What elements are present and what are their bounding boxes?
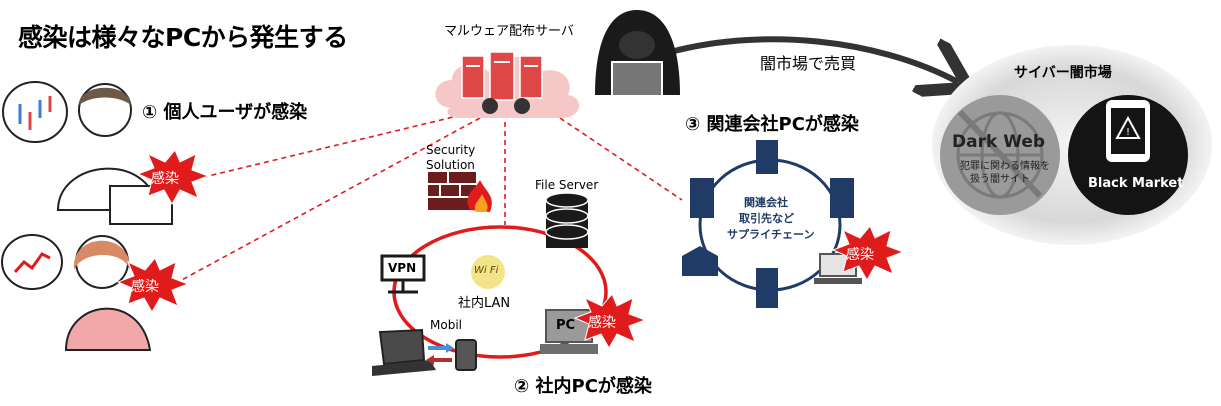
malware-server-icon xyxy=(435,51,580,118)
affiliate-text-3: サプライチェーン xyxy=(727,228,815,241)
person-icon-female xyxy=(64,235,152,351)
speech-bubble-chart-icon xyxy=(2,81,68,143)
file-server-label: File Server xyxy=(535,178,599,192)
mobile-label: Mobil xyxy=(430,318,462,332)
dark-web-title: Dark Web xyxy=(952,132,1046,152)
laptop-icon-personal xyxy=(109,185,173,225)
security-solution-label-1: Security xyxy=(426,143,476,157)
link-affiliate xyxy=(559,117,683,201)
lan-label: 社内LAN xyxy=(458,296,511,311)
person-icon-male xyxy=(56,83,173,225)
section-personal-label: ① 個人ユーザが感染 xyxy=(142,102,308,123)
tablet-icon xyxy=(455,339,477,371)
infection-burst-1 xyxy=(136,149,210,206)
vpn-label: VPN xyxy=(388,261,417,275)
svg-text:!: ! xyxy=(1126,127,1130,138)
infection-links xyxy=(177,112,683,283)
wifi-icon xyxy=(471,255,505,289)
vpn-device-icon xyxy=(380,254,426,294)
infection-badge-3: 感染 xyxy=(588,315,616,331)
dark-market-circle: ! xyxy=(932,45,1212,245)
infection-burst-4 xyxy=(831,225,905,282)
building-icon-left xyxy=(690,178,714,218)
page-title: 感染は様々なPCから発生する xyxy=(18,23,348,52)
hacker-icon xyxy=(595,10,680,97)
affiliate-buildings xyxy=(682,140,854,308)
infection-burst-3 xyxy=(573,293,647,350)
building-icon-right xyxy=(830,178,854,218)
section-internal-label: ② 社内PCが感染 xyxy=(514,376,652,397)
factory-icon xyxy=(682,246,718,276)
firewall-icon xyxy=(428,172,492,212)
infection-badge-4: 感染 xyxy=(846,247,874,263)
affiliate-text-2: 取引先など xyxy=(739,212,794,225)
arrow-to-market xyxy=(659,36,958,82)
building-icon-bottom xyxy=(756,268,778,308)
building-icon-top xyxy=(756,140,778,174)
server-label: マルウェア配布サーバ xyxy=(444,24,574,39)
section-affiliate-label: ③ 関連会社PCが感染 xyxy=(685,114,859,135)
market-title: サイバー闇市場 xyxy=(1014,65,1112,81)
dark-web-desc-1: 犯罪に関わる情報を xyxy=(960,161,1050,172)
laptop-icon xyxy=(372,328,436,376)
infection-badge-2: 感染 xyxy=(131,279,159,295)
black-market-label: Black Market xyxy=(1088,176,1184,191)
affiliate-text-1: 関連会社 xyxy=(744,196,788,209)
pc-label: PC xyxy=(556,318,576,333)
sync-arrows-icon xyxy=(426,343,454,365)
security-solution-label-2: Solution xyxy=(426,158,475,172)
warning-icon xyxy=(1115,115,1141,139)
speech-bubble-graph-icon xyxy=(1,234,63,290)
infection-burst-2 xyxy=(116,257,190,314)
infection-badge-1: 感染 xyxy=(151,171,179,187)
link-personal-1 xyxy=(199,112,471,179)
database-icon xyxy=(545,192,589,248)
arrow-label: 闇市場で売買 xyxy=(760,54,857,73)
dark-web-desc-2: 扱う闇サイト xyxy=(970,174,1030,185)
wifi-label: Wi Fi xyxy=(474,265,499,276)
link-personal-2 xyxy=(177,117,481,283)
